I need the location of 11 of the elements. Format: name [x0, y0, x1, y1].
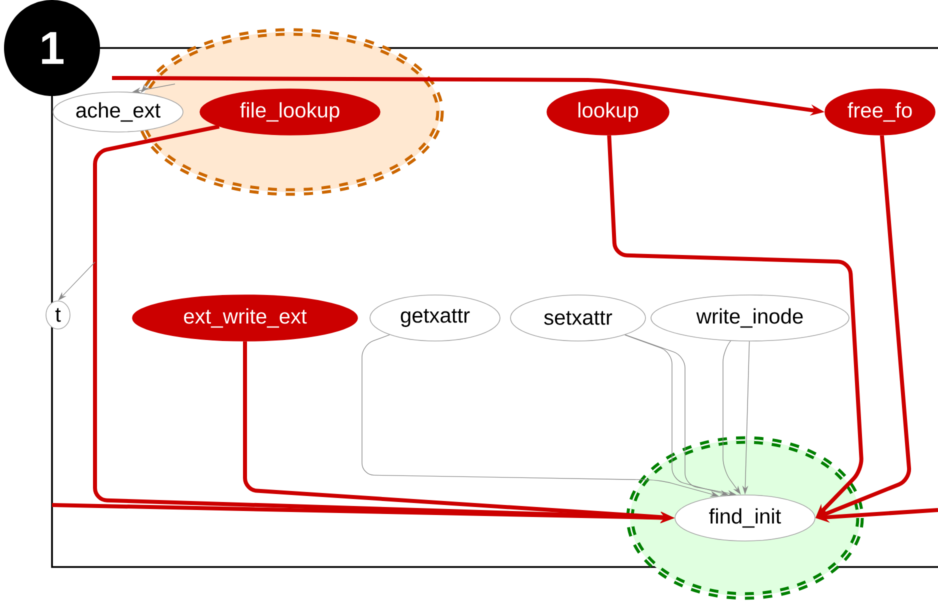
function-node: file_lookup	[200, 88, 380, 136]
function-node: lookup	[546, 88, 670, 136]
function-node: getxattr	[370, 294, 500, 342]
function-node: ext_write_ext	[132, 294, 358, 342]
callout-number: 1	[4, 0, 100, 96]
function-node: setxattr	[510, 294, 646, 342]
function-node: free_fo	[824, 88, 936, 136]
function-node: ache_ext	[52, 92, 184, 132]
function-node: t	[46, 300, 70, 330]
function-node: write_inode	[650, 294, 850, 342]
function-node: find_init	[674, 494, 816, 542]
